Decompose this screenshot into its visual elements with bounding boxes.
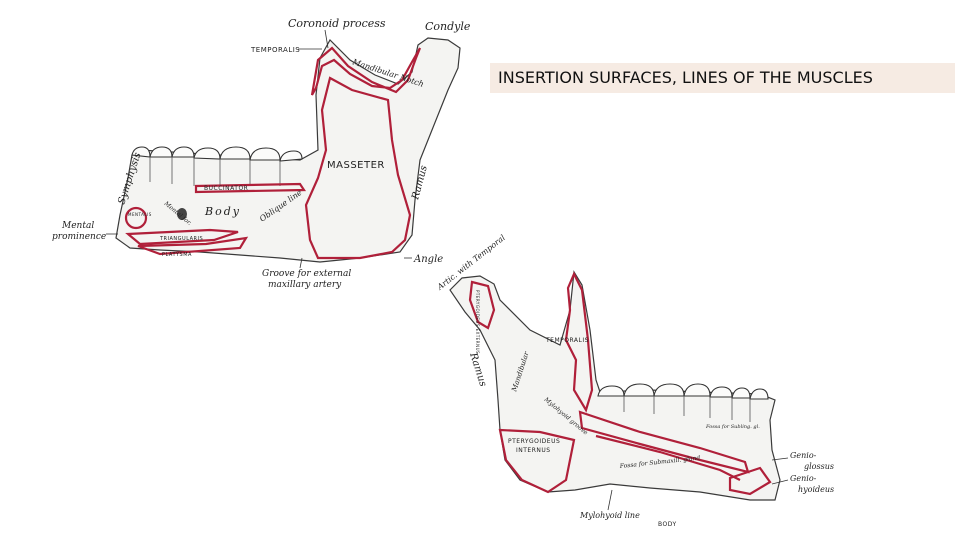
medial-teeth (597, 383, 769, 422)
label-ramus-medial: Ramus (467, 351, 489, 388)
label-geniohyoideus-2: hyoideus (798, 485, 834, 494)
label-groove-2: maxillary artery (268, 280, 342, 290)
label-body-medial: BODY (658, 521, 677, 528)
temporalis-insertion (310, 46, 422, 96)
mentalis-origin (124, 206, 148, 230)
label-platysma: PLATYSMA (162, 252, 192, 258)
label-genioglossus-1: Genio- (790, 451, 817, 460)
platysma-insertion (137, 236, 249, 256)
label-condyle: Condyle (425, 20, 471, 33)
label-pterygoideus-internus-2: INTERNUS (516, 447, 551, 454)
label-mental-prominence-2: prominence (52, 232, 106, 242)
label-mylohyoid-line: Mylohyoid line (579, 511, 640, 520)
slide-title: INSERTION SURFACES, LINES OF THE MUSCLES (490, 63, 955, 93)
label-temporalis-medial: TEMPORALIS (545, 337, 589, 344)
pterygoideus-internus-insertion (498, 428, 576, 494)
buccinator-insertion (194, 182, 307, 194)
lateral-view: Coronoid process Condyle TEMPORALIS Mand… (52, 17, 471, 290)
lateral-teeth (131, 146, 303, 186)
label-pterygoideus-externus: PTERYGOIDEUS EXTERNUS (475, 290, 480, 354)
label-mentalis: MENTALIS (128, 212, 152, 217)
medial-view: Artic. with Temporal PTERYGOIDEUS EXTERN… (435, 233, 834, 528)
triangularis-origin (125, 228, 239, 246)
label-body-lateral: Body (204, 205, 241, 218)
masseter-insertion (304, 76, 412, 260)
mental-foramen-hole (177, 208, 187, 220)
label-masseter: MASSETER (327, 160, 385, 171)
mylohyoid-groove (595, 434, 741, 481)
lateral-mandible-bone (115, 37, 461, 263)
label-genioglossus-2: glossus (804, 462, 834, 471)
label-coronoid-process: Coronoid process (288, 17, 386, 30)
label-temporalis-lateral: TEMPORALIS (250, 46, 300, 54)
temporalis-medial-insertion (564, 271, 594, 413)
label-mental-prominence-1: Mental (61, 221, 94, 231)
label-geniohyoideus-1: Genio- (790, 474, 817, 483)
label-pterygoideus-internus-1: PTERYGOIDEUS (508, 438, 560, 445)
label-buccinator: BUCCINATOR (204, 185, 248, 192)
label-triangularis: TRIANGULARIS (159, 236, 203, 242)
label-angle: Angle (413, 254, 443, 265)
label-sublingual-fossa: Fossa for Subling. gl. (705, 424, 760, 430)
pterygoideus-externus-insertion (468, 280, 496, 330)
label-groove-1: Groove for external (262, 269, 351, 279)
genio-muscles-origin (728, 466, 772, 496)
